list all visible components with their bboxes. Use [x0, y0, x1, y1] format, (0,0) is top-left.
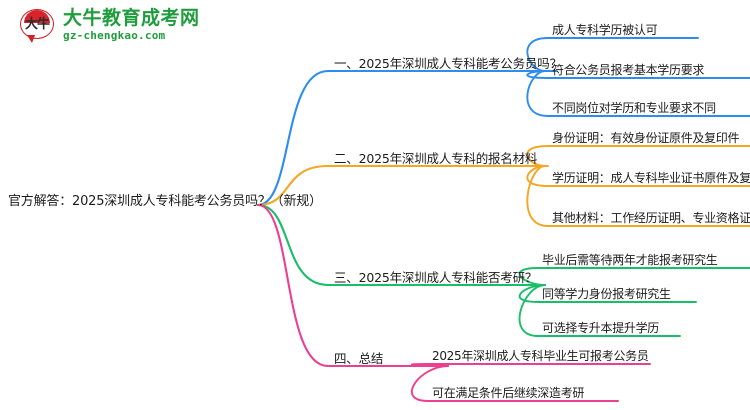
site-logo: 大牛 大牛教育成考网 gz-chengkao.com: [20, 6, 200, 44]
logo-text-block: 大牛教育成考网 gz-chengkao.com: [63, 7, 200, 43]
mindmap-leaf-node[interactable]: 成人专科学历被认可: [552, 23, 658, 37]
logo-mark-icon: 大牛: [20, 6, 56, 44]
mindmap-branch-node[interactable]: 四、总结: [334, 351, 384, 366]
logo-mark-text: 大牛: [24, 17, 50, 32]
mindmap-leaf-node[interactable]: 可选择专升本提升学历: [542, 321, 660, 335]
logo-dot-shape: [41, 18, 47, 24]
mindmap-leaf-node[interactable]: 同等学力身份报考研究生: [542, 287, 671, 301]
mindmap-leaf-node[interactable]: 学历证明：成人专科毕业证书原件及复印件: [552, 171, 750, 185]
mindmap-branch-node[interactable]: 一、2025年深圳成人专科能考公务员吗？: [334, 56, 562, 71]
mindmap-leaf-node[interactable]: 可在满足条件后继续深造考研: [432, 386, 585, 400]
mindmap-leaf-node[interactable]: 不同岗位对学历和专业要求不同: [552, 101, 716, 115]
mindmap-leaf-node[interactable]: 其他材料：工作经历证明、专业资格证书等: [552, 211, 750, 225]
mindmap-leaf-node[interactable]: 毕业后需等待两年才能报考研究生: [542, 253, 718, 267]
logo-bubble-tail-shape: [27, 35, 35, 43]
mindmap-branch-node[interactable]: 三、2025年深圳成人专科能否考研？: [334, 270, 538, 285]
brand-url: gz-chengkao.com: [63, 29, 166, 42]
brand-name: 大牛教育成考网: [63, 7, 200, 29]
mindmap-leaf-node[interactable]: 符合公务员报考基本学历要求: [552, 63, 705, 77]
mindmap-leaf-node[interactable]: 2025年深圳成人专科毕业生可报考公务员: [432, 349, 649, 363]
mindmap-root-node[interactable]: 官方解答：2025深圳成人专科能考公务员吗？（新规）: [8, 194, 322, 209]
mindmap-branch-node[interactable]: 二、2025年深圳成人专科的报名材料: [334, 151, 538, 166]
mindmap-leaf-node[interactable]: 身份证明：有效身份证原件及复印件: [552, 131, 740, 145]
